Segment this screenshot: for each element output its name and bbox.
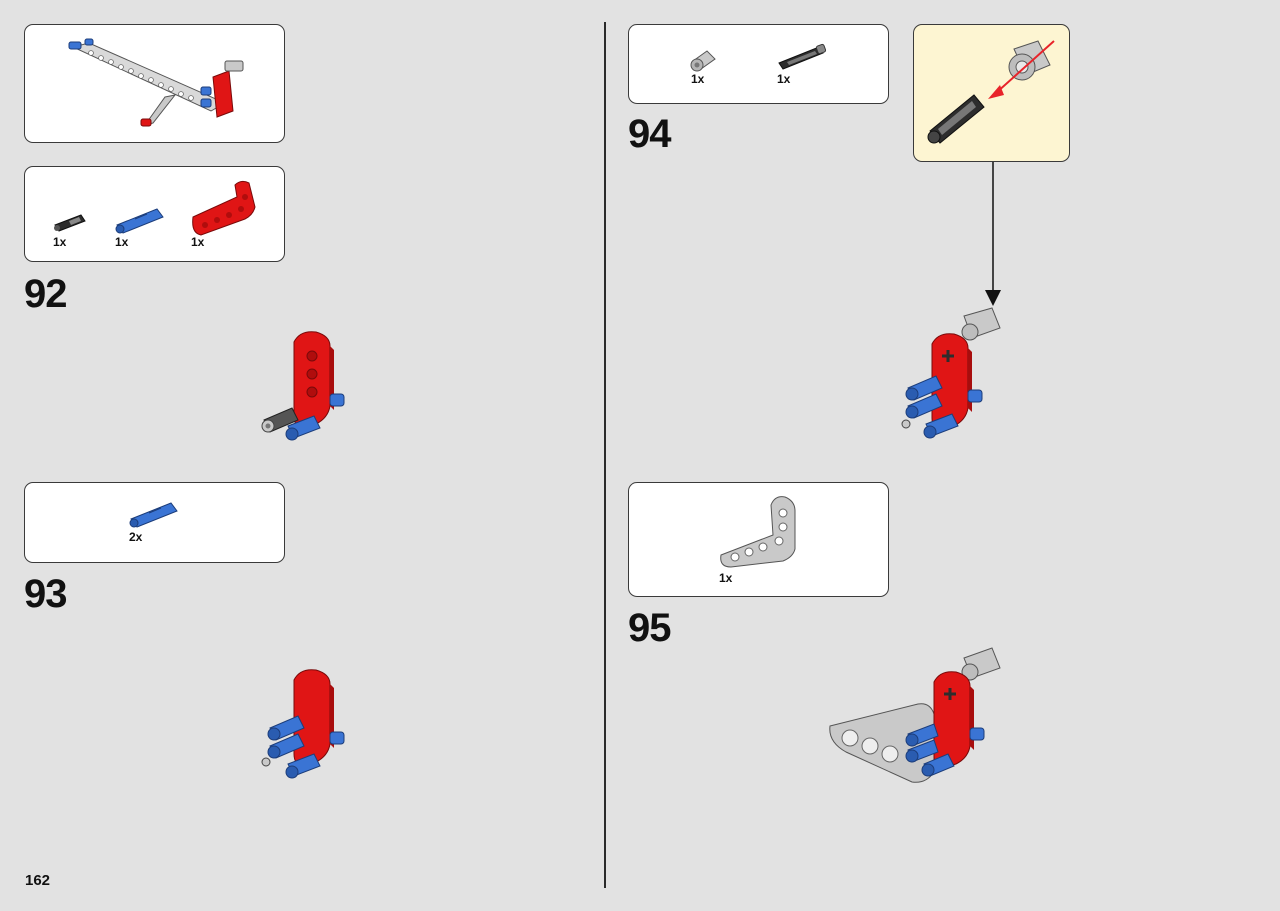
page-divider — [604, 22, 606, 888]
part-quantity: 1x — [777, 72, 791, 86]
grey-l-beam-icon — [720, 496, 796, 568]
part-quantity: 2x — [129, 530, 143, 544]
step-94-build-illustration — [901, 307, 1001, 439]
step-number-95: 95 — [628, 606, 671, 650]
step-92-build-illustration — [261, 331, 345, 441]
parts-list-step-94: 1x 1x — [628, 24, 889, 104]
grey-bush-icon — [690, 50, 716, 72]
step-number-93: 93 — [24, 572, 67, 616]
red-l-beam-icon — [192, 180, 256, 236]
part-quantity: 1x — [719, 571, 733, 585]
axle-into-bush-illustration — [927, 40, 1055, 144]
step-95-build-illustration — [829, 647, 1001, 783]
black-axle-icon — [778, 43, 827, 70]
part-quantity: 1x — [53, 235, 67, 249]
step-93-build-illustration — [261, 669, 345, 779]
subassembly-callout — [913, 24, 1070, 162]
beam-assembly-illustration — [68, 38, 244, 127]
blue-axle-pin-icon — [129, 502, 178, 528]
parts-list-step-92: 1x 1x 1x — [24, 166, 285, 262]
callout-arrow — [985, 162, 1001, 306]
blue-axle-pin-icon — [115, 208, 164, 234]
part-quantity: 1x — [191, 235, 205, 249]
parts-list-step-95: 1x — [628, 482, 889, 597]
black-axle-pin-icon — [54, 214, 86, 232]
parts-list-step-93: 2x — [24, 482, 285, 563]
page-number: 162 — [25, 872, 51, 889]
submodel-preview-panel — [24, 24, 285, 143]
part-quantity: 1x — [691, 72, 705, 86]
step-number-92: 92 — [24, 272, 67, 316]
part-quantity: 1x — [115, 235, 129, 249]
step-number-94: 94 — [628, 112, 671, 156]
